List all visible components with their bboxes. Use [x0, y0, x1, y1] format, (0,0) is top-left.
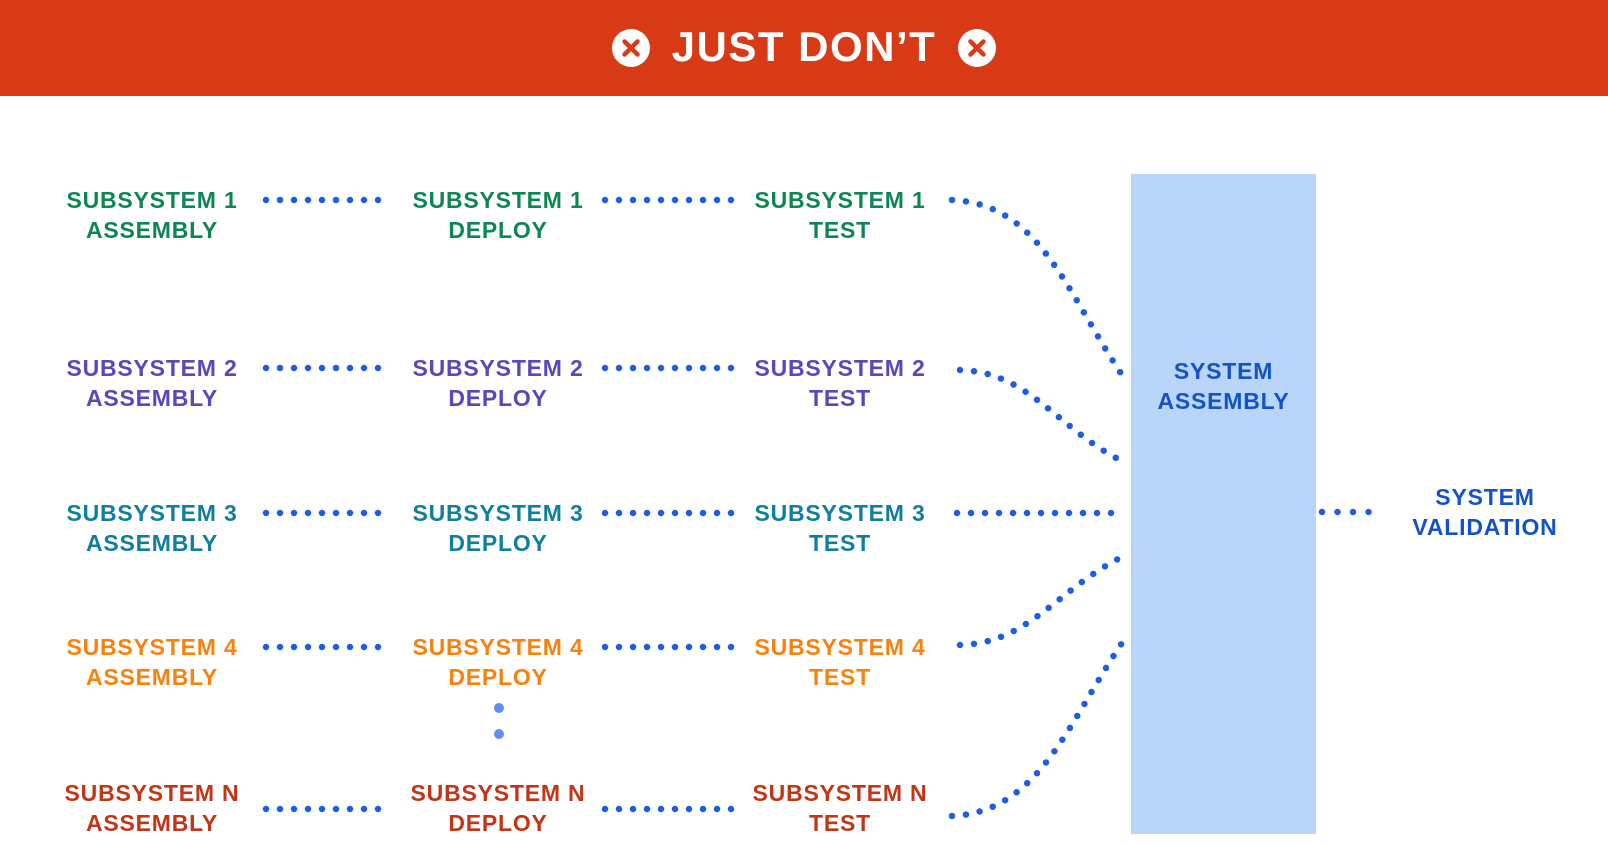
node-line2: TEST: [809, 217, 871, 243]
node-line2: ASSEMBLY: [85, 810, 219, 836]
node-line1: SUBSYSTEM 2: [66, 355, 238, 381]
connector-testn-system-assembly: [948, 636, 1128, 820]
node-line2: ASSEMBLY: [85, 530, 219, 556]
node-line2: TEST: [809, 664, 871, 690]
node-line2: DEPLOY: [448, 530, 548, 556]
node-line2: ASSEMBLY: [85, 664, 219, 690]
system-validation-label: SYSTEM VALIDATION: [1412, 482, 1557, 542]
subsystem-n-assembly-label: SUBSYSTEM N ASSEMBLY: [65, 778, 240, 838]
subsystem-4-deploy-label: SUBSYSTEM 4 DEPLOY: [412, 632, 583, 692]
subsystem-1-assembly-label: SUBSYSTEM 1 ASSEMBLY: [66, 185, 237, 245]
node-line1: SUBSYSTEM 3: [754, 500, 926, 526]
node-line2: TEST: [809, 385, 871, 411]
node-line2: TEST: [809, 530, 871, 556]
node-line1: SUBSYSTEM 1: [754, 187, 926, 213]
node-line2: ASSEMBLY: [1157, 388, 1290, 414]
node-line1: SUBSYSTEM N: [752, 780, 928, 806]
node-line1: SUBSYSTEM 3: [66, 500, 238, 526]
node-line2: ASSEMBLY: [85, 217, 219, 243]
banner-title: JUST DON’T: [671, 23, 937, 70]
subsystem-3-assembly-label: SUBSYSTEM 3 ASSEMBLY: [66, 498, 237, 558]
node-line1: SUBSYSTEM 4: [66, 634, 238, 660]
subsystem-3-test-label: SUBSYSTEM 3 TEST: [754, 498, 925, 558]
node-line1: SYSTEM: [1173, 358, 1274, 384]
node-line2: DEPLOY: [448, 810, 548, 836]
node-line1: SUBSYSTEM 1: [412, 187, 584, 213]
node-line1: SUBSYSTEM 3: [412, 500, 584, 526]
subsystem-n-test-label: SUBSYSTEM N TEST: [753, 778, 928, 838]
x-circle-icon: [958, 29, 997, 67]
connector-test2-system-assembly: [956, 366, 1128, 466]
subsystem-2-deploy-label: SUBSYSTEM 2 DEPLOY: [412, 353, 583, 413]
node-line1: SYSTEM: [1435, 484, 1535, 510]
x-circle-icon: [611, 29, 650, 67]
connector-test4-system-assembly: [956, 552, 1128, 649]
node-line2: TEST: [809, 810, 871, 836]
subsystem-n-deploy-label: SUBSYSTEM N DEPLOY: [411, 778, 586, 838]
node-line2: DEPLOY: [448, 385, 548, 411]
node-line2: DEPLOY: [448, 664, 548, 690]
subsystem-2-assembly-label: SUBSYSTEM 2 ASSEMBLY: [66, 353, 237, 413]
node-line2: VALIDATION: [1412, 514, 1558, 540]
system-assembly-box: SYSTEM ASSEMBLY: [1131, 174, 1316, 834]
subsystem-4-test-label: SUBSYSTEM 4 TEST: [754, 632, 925, 692]
subsystem-3-deploy-label: SUBSYSTEM 3 DEPLOY: [412, 498, 583, 558]
system-assembly-label: SYSTEM ASSEMBLY: [1157, 356, 1289, 416]
node-line1: SUBSYSTEM 4: [412, 634, 584, 660]
subsystem-4-assembly-label: SUBSYSTEM 4 ASSEMBLY: [66, 632, 237, 692]
subsystem-1-deploy-label: SUBSYSTEM 1 DEPLOY: [412, 185, 583, 245]
warning-banner: JUST DON’T: [0, 0, 1608, 96]
node-line1: SUBSYSTEM 4: [754, 634, 926, 660]
node-line1: SUBSYSTEM 1: [66, 187, 238, 213]
node-line1: SUBSYSTEM 2: [754, 355, 926, 381]
subsystem-1-test-label: SUBSYSTEM 1 TEST: [754, 185, 925, 245]
connector-test1-system-assembly: [948, 196, 1128, 382]
node-line2: DEPLOY: [448, 217, 548, 243]
subsystem-2-test-label: SUBSYSTEM 2 TEST: [754, 353, 925, 413]
node-line1: SUBSYSTEM N: [410, 780, 586, 806]
node-line1: SUBSYSTEM N: [64, 780, 240, 806]
node-line1: SUBSYSTEM 2: [412, 355, 584, 381]
node-line2: ASSEMBLY: [85, 385, 219, 411]
